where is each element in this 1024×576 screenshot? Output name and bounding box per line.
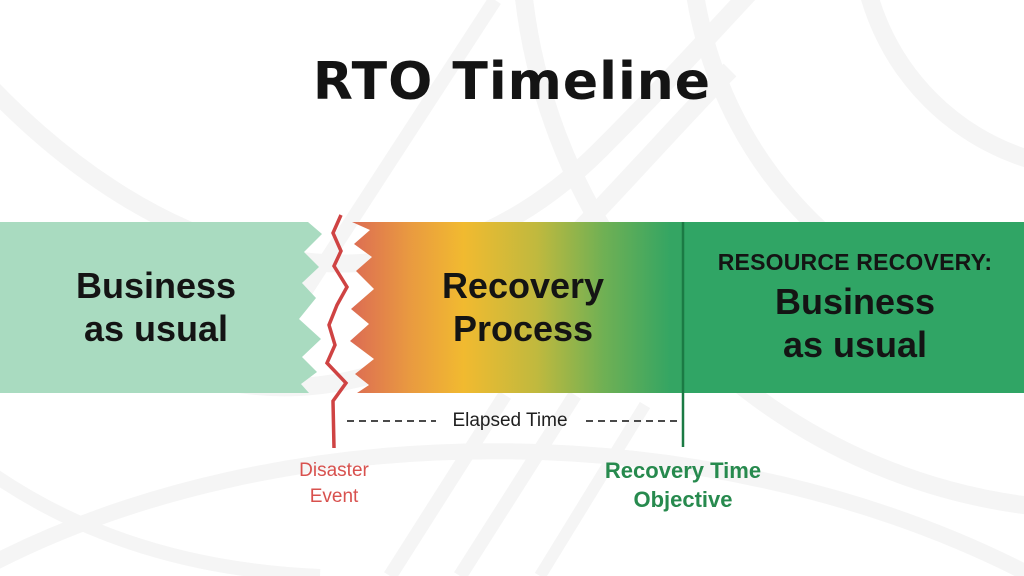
segment-business-after	[684, 222, 1024, 393]
segment-label-line: as usual	[83, 308, 229, 349]
segment-label-line: Recovery	[441, 265, 605, 306]
disaster-event-line: Disaster	[299, 460, 369, 481]
disaster-zigzag-line	[324, 214, 350, 449]
segment-label-line: Business	[774, 281, 936, 322]
disaster-event-line: Event	[309, 486, 359, 507]
disaster-event-label: Disaster Event	[270, 458, 398, 510]
segment-label-line: Process	[452, 308, 594, 349]
rto-label-line: Recovery Time	[604, 458, 762, 483]
resource-recovery-overline: RESOURCE RECOVERY:	[717, 249, 993, 275]
segment-business-before	[0, 222, 322, 393]
segment-label-business-before: Business as usual	[0, 264, 312, 350]
elapsed-time-label: Elapsed Time	[452, 410, 568, 431]
segment-label-business-after: RESOURCE RECOVERY: Business as usual	[686, 249, 1024, 366]
segment-recovery-process	[350, 222, 684, 393]
rto-label-line: Objective	[633, 487, 733, 512]
recovery-time-objective-label: Recovery Time Objective	[589, 456, 777, 514]
segment-label-recovery-process: Recovery Process	[366, 264, 680, 350]
segment-label-line: as usual	[782, 324, 928, 365]
page-title: RTO Timeline	[312, 52, 712, 112]
segment-label-line: Business	[75, 265, 237, 306]
